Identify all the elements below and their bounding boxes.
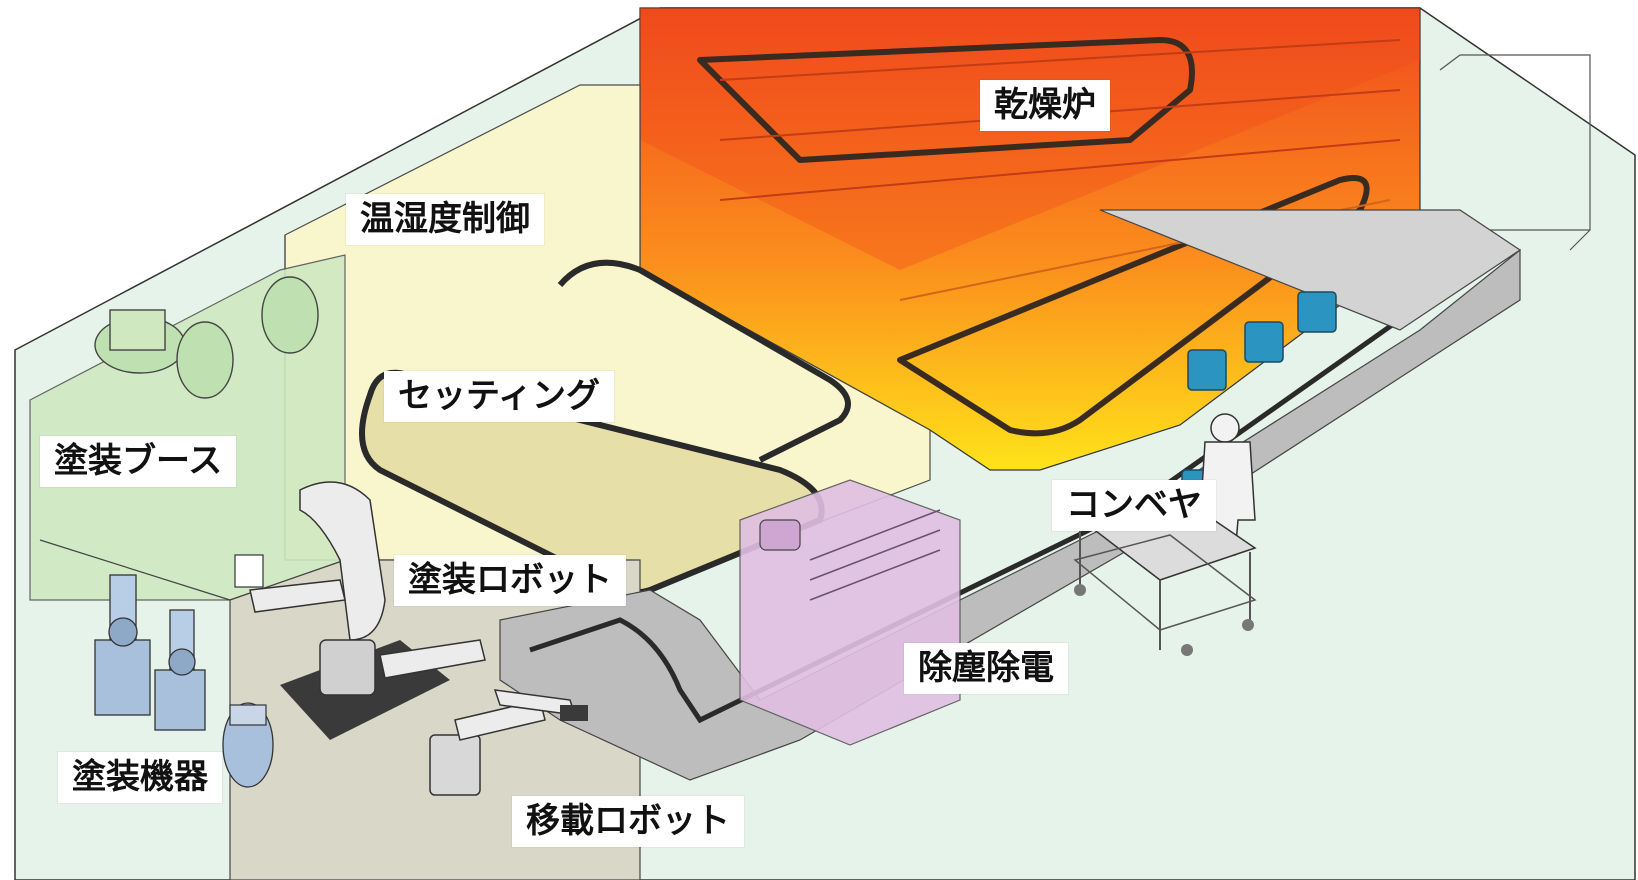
label-paint-equipment: 塗装機器	[58, 752, 222, 804]
label-humidity-control: 温湿度制御	[346, 194, 544, 246]
label-dust-static-removal: 除塵除電	[904, 643, 1068, 695]
back-enclosure-frame	[1439, 54, 1591, 251]
conveyor-line	[499, 209, 1522, 781]
label-setting: セッティング	[384, 371, 614, 423]
dust-static-removal-booth	[739, 479, 961, 746]
label-painting-robot: 塗装ロボット	[394, 555, 626, 607]
label-transfer-robot: 移載ロボット	[512, 796, 744, 848]
painting-robot	[234, 481, 486, 696]
transfer-robot	[429, 689, 588, 796]
paint-booth	[29, 254, 346, 601]
paint-equipment	[94, 574, 274, 788]
label-conveyor: コンベヤ	[1052, 480, 1216, 532]
label-drying-oven: 乾燥炉	[980, 80, 1110, 132]
worker-with-cart	[1073, 413, 1257, 656]
label-paint-booth: 塗装ブース	[40, 436, 237, 488]
